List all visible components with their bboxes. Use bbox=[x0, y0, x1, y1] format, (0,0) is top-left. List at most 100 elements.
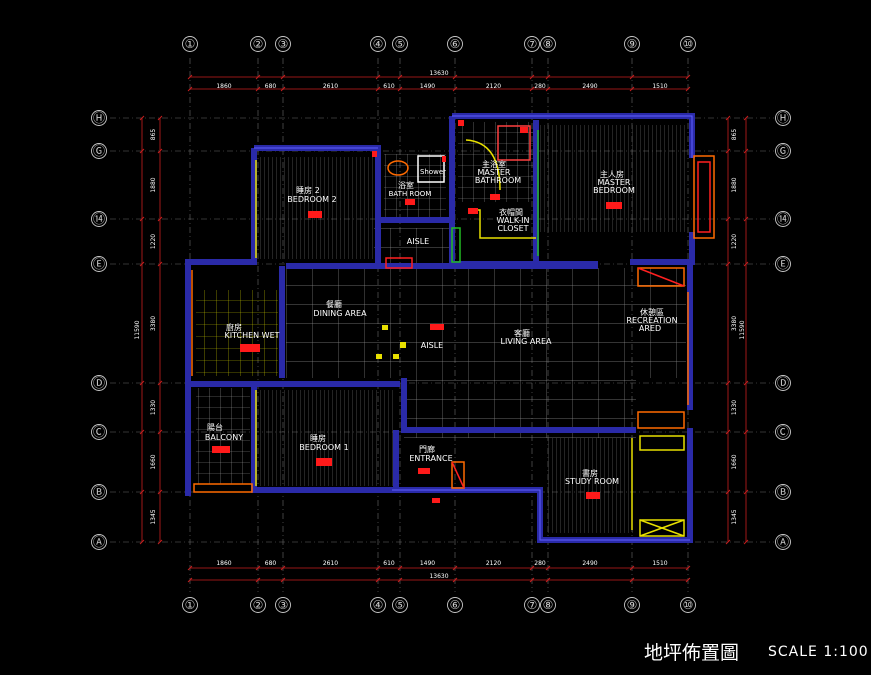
grid-col-top-2-circle bbox=[250, 36, 266, 52]
dim-top-total: 13630 bbox=[429, 70, 448, 77]
dim-bottom-seg-8: 2490 bbox=[582, 560, 597, 567]
dim-tick bbox=[743, 489, 749, 495]
grid-row-right-4-label: Ⓔ bbox=[777, 257, 789, 271]
room-kitchen-en: KITCHEN WET bbox=[224, 331, 279, 340]
room-labels: 睡房 2 BEDROOM 2 浴室 BATH ROOM Shower 主浴室 M… bbox=[205, 159, 678, 486]
dim-tick bbox=[743, 539, 749, 545]
grid-row-right-1-label: Ⓗ bbox=[777, 111, 789, 125]
dim-left-seg-4: 3380 bbox=[150, 316, 157, 331]
dim-left-seg-1: 865 bbox=[150, 129, 157, 141]
dim-top-seg-5: 1490 bbox=[420, 83, 435, 90]
dim-tick bbox=[157, 489, 163, 495]
dim-left-seg-6: 1660 bbox=[150, 454, 157, 469]
dim-bottom-seg-5: 1490 bbox=[420, 560, 435, 567]
grid-col-bottom-3-label: ③ bbox=[278, 598, 289, 612]
dim-right-seg-2: 1880 bbox=[731, 177, 738, 192]
dim-top-seg-2: 680 bbox=[265, 83, 277, 90]
dim-tick bbox=[725, 489, 731, 495]
room-bedroom1-en: BEDROOM 1 bbox=[299, 443, 348, 452]
dim-bottom-seg-7: 280 bbox=[534, 560, 546, 567]
dim-left-seg-3: 1220 bbox=[150, 234, 157, 249]
dim-tick bbox=[255, 565, 261, 571]
dim-bottom-seg-1: 1860 bbox=[216, 560, 231, 567]
dim-tick bbox=[397, 577, 403, 583]
grid-row-right-7-circle bbox=[775, 484, 791, 500]
dim-tick bbox=[629, 86, 635, 92]
dim-right-seg-4: 3380 bbox=[731, 316, 738, 331]
grid-row-right-1-circle bbox=[775, 110, 791, 126]
grid-row-left-7-circle bbox=[91, 484, 107, 500]
grid-col-bottom-2-label: ② bbox=[253, 598, 264, 612]
dim-tick bbox=[139, 429, 145, 435]
dim-left-seg-7: 1345 bbox=[150, 509, 157, 524]
room-bathroom-zh: 浴室 bbox=[398, 180, 414, 190]
dim-tick bbox=[157, 429, 163, 435]
room-masterbed-en1: MASTER bbox=[598, 178, 631, 187]
grid-row-left-2-circle bbox=[91, 143, 107, 159]
grid-row-left-4-circle bbox=[91, 256, 107, 272]
dim-tick bbox=[743, 261, 749, 267]
dim-tick bbox=[280, 577, 286, 583]
dim-tick bbox=[685, 74, 691, 80]
room-dining-en: DINING AREA bbox=[313, 309, 367, 318]
grid-row-left-1-circle bbox=[91, 110, 107, 126]
grid-col-bottom-10-circle bbox=[680, 597, 696, 613]
dim-tick bbox=[725, 148, 731, 154]
dim-right-total: 11590 bbox=[739, 320, 746, 339]
dim-tick bbox=[375, 86, 381, 92]
grid-col-bottom-2-circle bbox=[250, 597, 266, 613]
grid-col-bottom-10-label: ⑩ bbox=[683, 598, 694, 612]
grid-col-bottom-3-circle bbox=[275, 597, 291, 613]
dim-tick bbox=[255, 577, 261, 583]
dim-right-seg-3: 1220 bbox=[731, 234, 738, 249]
dim-bottom-seg-4: 610 bbox=[383, 560, 395, 567]
grid-col-bottom-8-circle bbox=[540, 597, 556, 613]
room-balcony-en: BALCONY bbox=[205, 433, 243, 442]
grid-col-bottom-5-label: ⑤ bbox=[395, 598, 406, 612]
grid-col-top-9-circle bbox=[624, 36, 640, 52]
dim-tick bbox=[545, 577, 551, 583]
dim-left-total: 11590 bbox=[134, 320, 141, 339]
grid-col-top-9-label: ⑨ bbox=[627, 37, 638, 51]
grid-row-left-8-circle bbox=[91, 534, 107, 550]
room-bedroom2-en: BEDROOM 2 bbox=[287, 195, 336, 204]
room-closet-zh: 衣帽間 bbox=[499, 207, 523, 217]
dim-tick bbox=[629, 577, 635, 583]
dim-tick bbox=[545, 565, 551, 571]
grid-col-top-3-circle bbox=[275, 36, 291, 52]
grid-row-right-6-circle bbox=[775, 424, 791, 440]
grid-col-bottom-9-circle bbox=[624, 597, 640, 613]
grid-col-top-4-circle bbox=[370, 36, 386, 52]
room-closet-en2: CLOSET bbox=[497, 224, 528, 233]
grid-col-bottom-7-circle bbox=[524, 597, 540, 613]
grid-col-top-8-label: ⑧ bbox=[543, 37, 554, 51]
drawing-scale: SCALE 1:100 bbox=[768, 644, 869, 660]
room-bedroom2-zh: 睡房 2 bbox=[296, 185, 320, 195]
dim-tick bbox=[397, 74, 403, 80]
walls-inner bbox=[254, 115, 693, 541]
room-living-en: LIVING AREA bbox=[501, 337, 552, 346]
grid-row-left-7-label: Ⓑ bbox=[93, 485, 105, 499]
grid-col-top-8-circle bbox=[540, 36, 556, 52]
grid-row-left-5-circle bbox=[91, 375, 107, 391]
dim-right-seg-7: 1345 bbox=[731, 509, 738, 524]
dim-tick bbox=[743, 115, 749, 121]
grid-col-bottom-7-label: ⑦ bbox=[527, 598, 538, 612]
grid-row-left-3-label: ⑭ bbox=[93, 212, 105, 226]
dim-tick bbox=[629, 565, 635, 571]
dim-tick bbox=[725, 429, 731, 435]
dim-tick bbox=[743, 380, 749, 386]
dimension-lines bbox=[139, 74, 749, 583]
grid-row-right-5-label: Ⓓ bbox=[777, 376, 789, 390]
room-entrance-en: ENTRANCE bbox=[409, 454, 452, 463]
dim-tick bbox=[545, 74, 551, 80]
dim-tick bbox=[529, 74, 535, 80]
dim-tick bbox=[157, 148, 163, 154]
dim-tick bbox=[139, 380, 145, 386]
dim-right-seg-1: 865 bbox=[731, 129, 738, 141]
grid-row-left-4-label: Ⓔ bbox=[93, 257, 105, 271]
grid-col-top-10-circle bbox=[680, 36, 696, 52]
grid-col-top-7-label: ⑦ bbox=[527, 37, 538, 51]
dim-top-seg-6: 2120 bbox=[486, 83, 501, 90]
